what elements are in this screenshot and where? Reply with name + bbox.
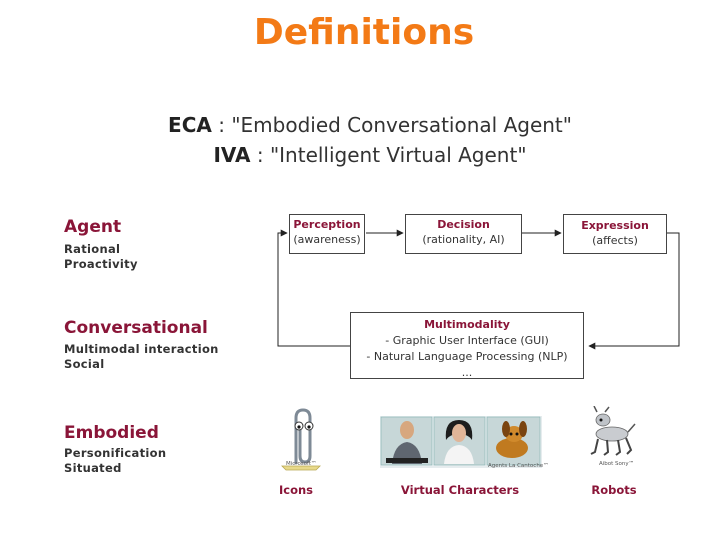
box-subtitle: (rationality, AI): [406, 233, 521, 246]
box-line: ...: [351, 365, 583, 381]
robots-label: Robots: [584, 483, 644, 497]
box-subtitle: (affects): [564, 234, 666, 247]
robot-dog-image: [585, 406, 641, 462]
box-title: Perception: [290, 218, 364, 231]
box-title: Expression: [564, 219, 666, 232]
virtual-characters-label: Virtual Characters: [390, 483, 530, 497]
multimodality-box: Multimodality - Graphic User Interface (…: [350, 312, 584, 379]
box-title: Decision: [406, 218, 521, 231]
virtual-characters-image: [380, 416, 542, 468]
decision-box: Decision (rationality, AI): [405, 214, 522, 254]
icons-label: Icons: [266, 483, 326, 497]
box-subtitle: (awareness): [290, 233, 364, 246]
box-line: - Natural Language Processing (NLP): [351, 349, 583, 365]
robots-caption: Aibot Sony™: [599, 461, 634, 467]
expression-box: Expression (affects): [563, 214, 667, 254]
virtual-characters-caption: Agents La Cantoche™: [488, 463, 549, 469]
box-title: Multimodality: [351, 317, 583, 333]
icons-caption: Microsoft™: [286, 461, 317, 467]
perception-box: Perception (awareness): [289, 214, 365, 254]
box-line: - Graphic User Interface (GUI): [351, 333, 583, 349]
